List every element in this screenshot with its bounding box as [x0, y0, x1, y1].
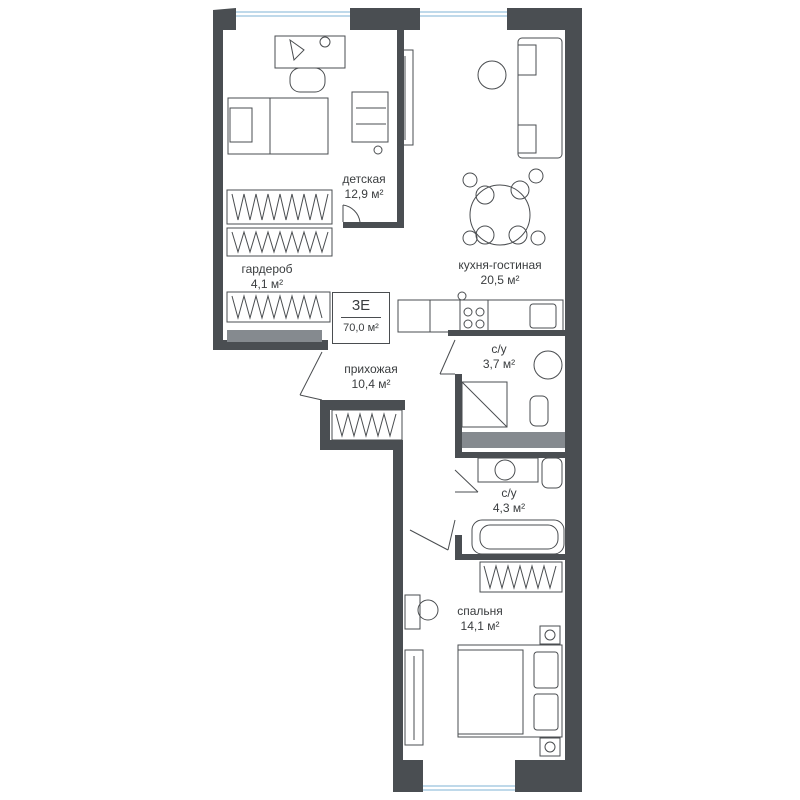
- room-label-su1: с/у 3,7 м²: [474, 342, 524, 372]
- room-label-garderob: гардероб 4,1 м²: [227, 262, 307, 292]
- room-name: гардероб: [241, 262, 293, 276]
- bedroom-furniture: [404, 594, 563, 757]
- room-name: с/у: [491, 342, 507, 356]
- kitchen-living-furniture: [397, 37, 564, 333]
- wardrobes: [226, 189, 563, 593]
- apartment-badge: 3E 70,0 м²: [332, 292, 390, 344]
- room-label-su2: с/у 4,3 м²: [484, 486, 534, 516]
- room-name: кухня-гостиная: [458, 258, 542, 272]
- doors: [299, 204, 479, 551]
- room-area: 12,9 м²: [344, 187, 384, 201]
- room-name: детская: [342, 172, 386, 186]
- windows: [236, 11, 515, 791]
- apartment-code: 3E: [351, 297, 371, 314]
- room-name: спальня: [457, 604, 503, 618]
- room-area: 10,4 м²: [351, 377, 391, 391]
- room-label-kuhnya: кухня-гостиная 20,5 м²: [440, 258, 560, 288]
- room-area: 14,1 м²: [460, 619, 500, 633]
- room-area: 3,7 м²: [482, 357, 516, 371]
- room-area: 20,5 м²: [480, 273, 520, 287]
- partitions: [227, 330, 565, 448]
- room-name: прихожая: [344, 362, 398, 376]
- badge-divider: [341, 317, 381, 318]
- bathroom-fixtures: [461, 350, 565, 555]
- room-label-spalnya: спальня 14,1 м²: [440, 604, 520, 634]
- room-area: 4,1 м²: [250, 277, 284, 291]
- room-area: 4,3 м²: [492, 501, 526, 515]
- room-name: с/у: [501, 486, 517, 500]
- room-label-detskaya: детская 12,9 м²: [322, 172, 406, 202]
- room-label-prihozhaya: прихожая 10,4 м²: [330, 362, 412, 392]
- apartment-total-area: 70,0 м²: [343, 322, 379, 334]
- children-furniture: [227, 35, 414, 155]
